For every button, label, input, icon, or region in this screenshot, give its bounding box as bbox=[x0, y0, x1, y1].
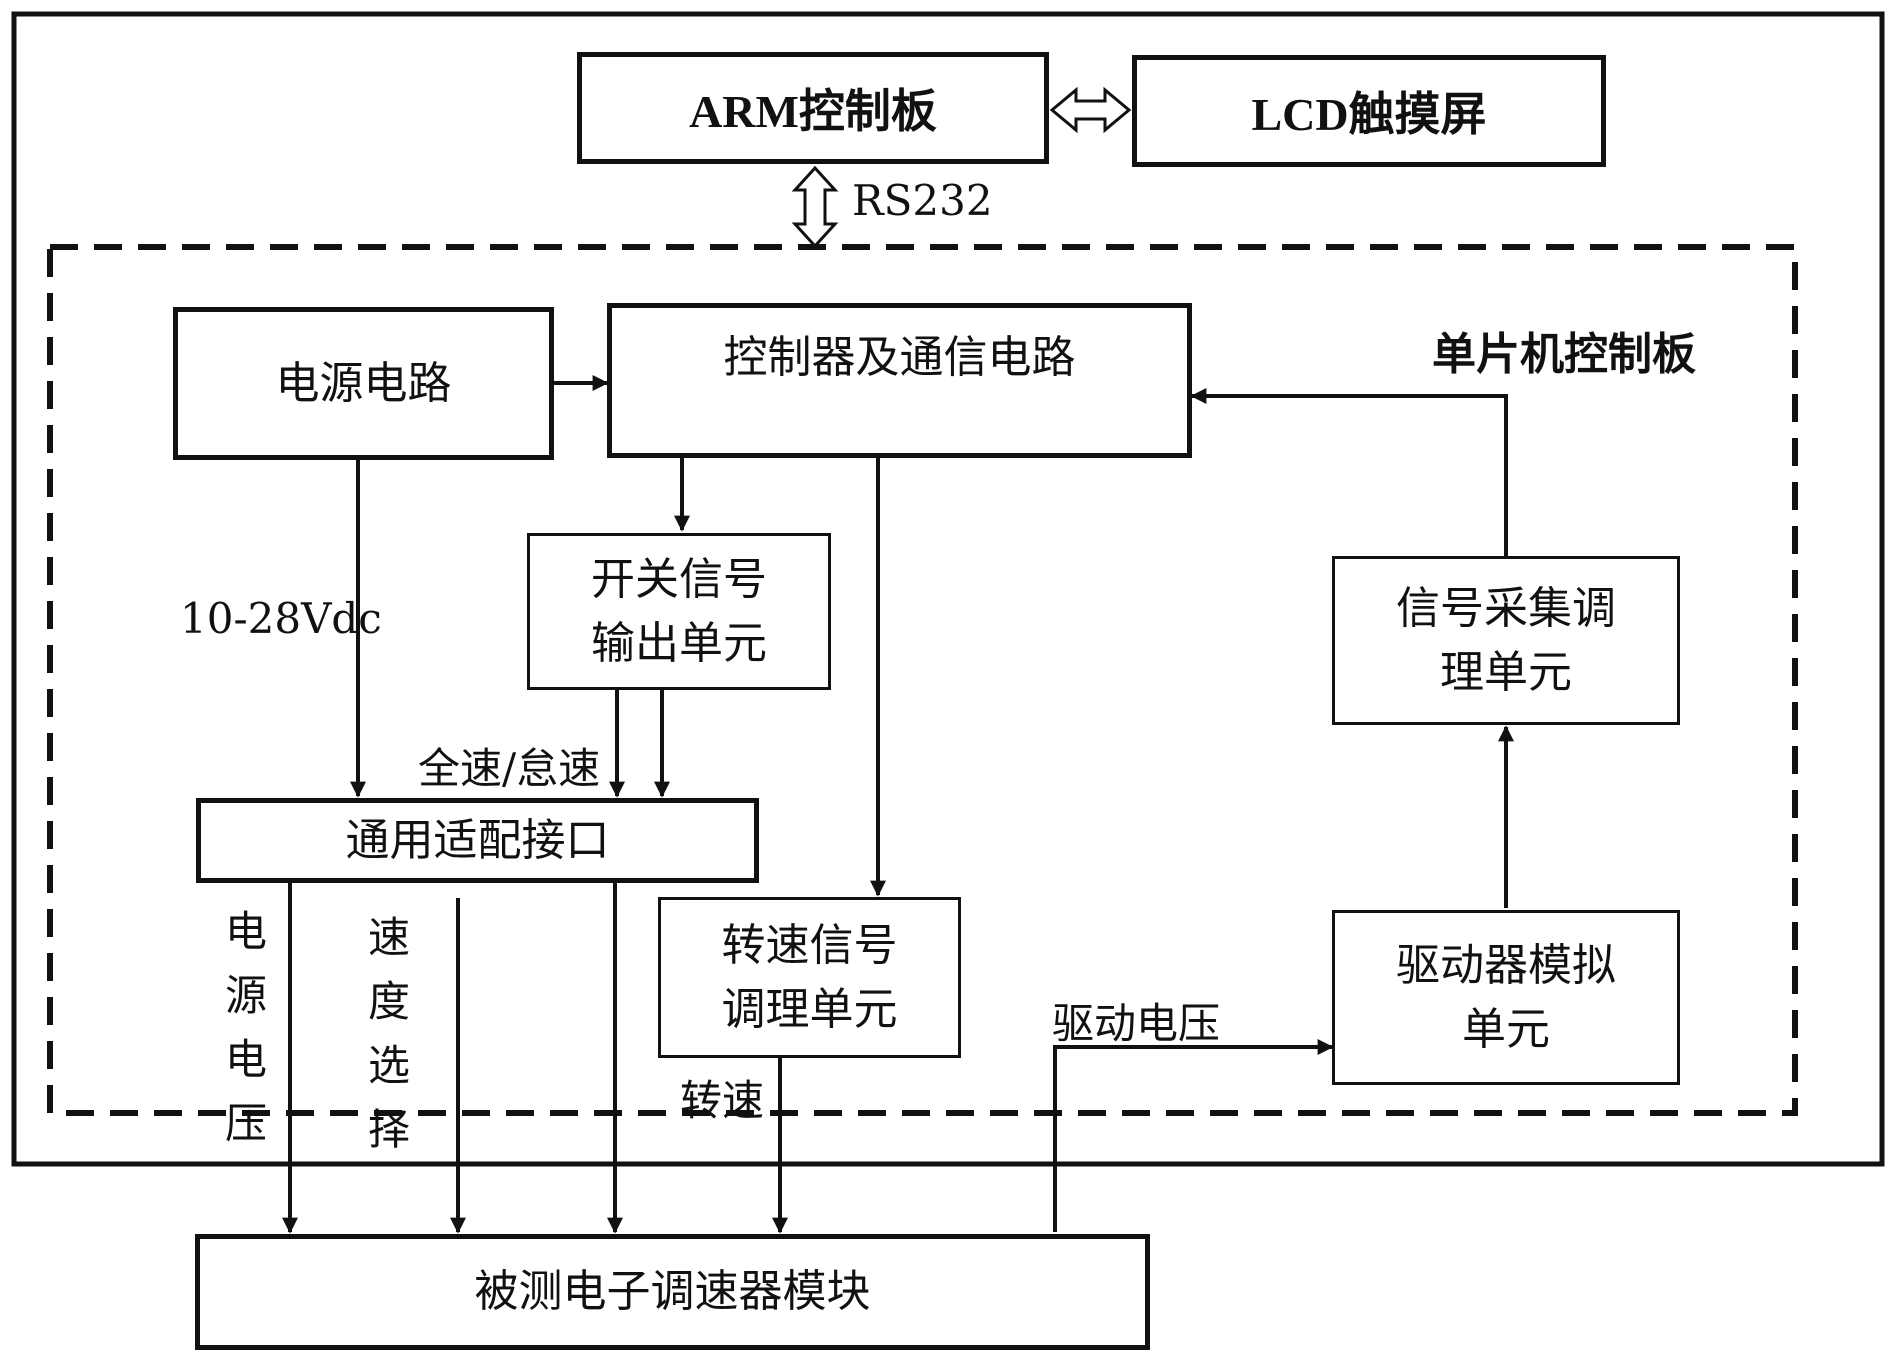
arm-control-board: ARM控制板 bbox=[577, 52, 1049, 164]
drive-voltage-label: 驱动电压 bbox=[1052, 999, 1221, 1048]
speed-select-label: 速度选择 bbox=[367, 913, 410, 1154]
arrow-acquisition-to-controller bbox=[1190, 388, 1508, 556]
universal-interface-block: 通用适配接口 bbox=[196, 798, 759, 883]
controller-comm-label: 控制器及通信电路 bbox=[723, 332, 1076, 383]
rpm-label: 转速 bbox=[680, 1076, 765, 1125]
lcd-touchscreen-label: LCD触摸屏 bbox=[1251, 89, 1487, 140]
driver-simulation-block: 驱动器模拟 单元 bbox=[1332, 910, 1680, 1085]
power-circuit-label: 电源电路 bbox=[275, 357, 452, 409]
switch-signal-output-label: 开关信号 输出单元 bbox=[591, 553, 767, 669]
rs232-link bbox=[791, 165, 839, 249]
governor-module-label: 被测电子调速器模块 bbox=[474, 1266, 871, 1317]
outer-boundary bbox=[11, 11, 1885, 1167]
speed-signal-block: 转速信号 调理单元 bbox=[658, 897, 961, 1058]
arm-control-board-label: ARM控制板 bbox=[689, 86, 937, 137]
governor-module-block: 被测电子调速器模块 bbox=[195, 1234, 1150, 1350]
arm-lcd-link bbox=[1049, 86, 1132, 134]
mcu-board-title: 单片机控制板 bbox=[1432, 329, 1696, 380]
signal-acquisition-block: 信号采集调 理单元 bbox=[1332, 556, 1680, 725]
full-idle-label: 全速/怠速 bbox=[418, 744, 601, 793]
power-circuit-block: 电源电路 bbox=[173, 307, 554, 460]
switch-signal-output-block: 开关信号 输出单元 bbox=[527, 533, 831, 690]
driver-simulation-label: 驱动器模拟 单元 bbox=[1396, 939, 1616, 1055]
lcd-touchscreen: LCD触摸屏 bbox=[1132, 55, 1606, 167]
controller-comm-block: 控制器及通信电路 bbox=[607, 303, 1192, 458]
arrow-module-to-driver bbox=[1053, 1039, 1334, 1232]
signal-acquisition-label: 信号采集调 理单元 bbox=[1396, 582, 1616, 698]
power-voltage-label: 电源电压 bbox=[224, 907, 267, 1148]
mcu-board-boundary bbox=[47, 244, 1798, 1116]
speed-signal-label: 转速信号 调理单元 bbox=[721, 919, 898, 1035]
rs232-label: RS232 bbox=[852, 176, 993, 225]
voltage-range-label: 10-28Vdc bbox=[180, 594, 382, 643]
universal-interface-label: 通用适配接口 bbox=[345, 814, 610, 866]
